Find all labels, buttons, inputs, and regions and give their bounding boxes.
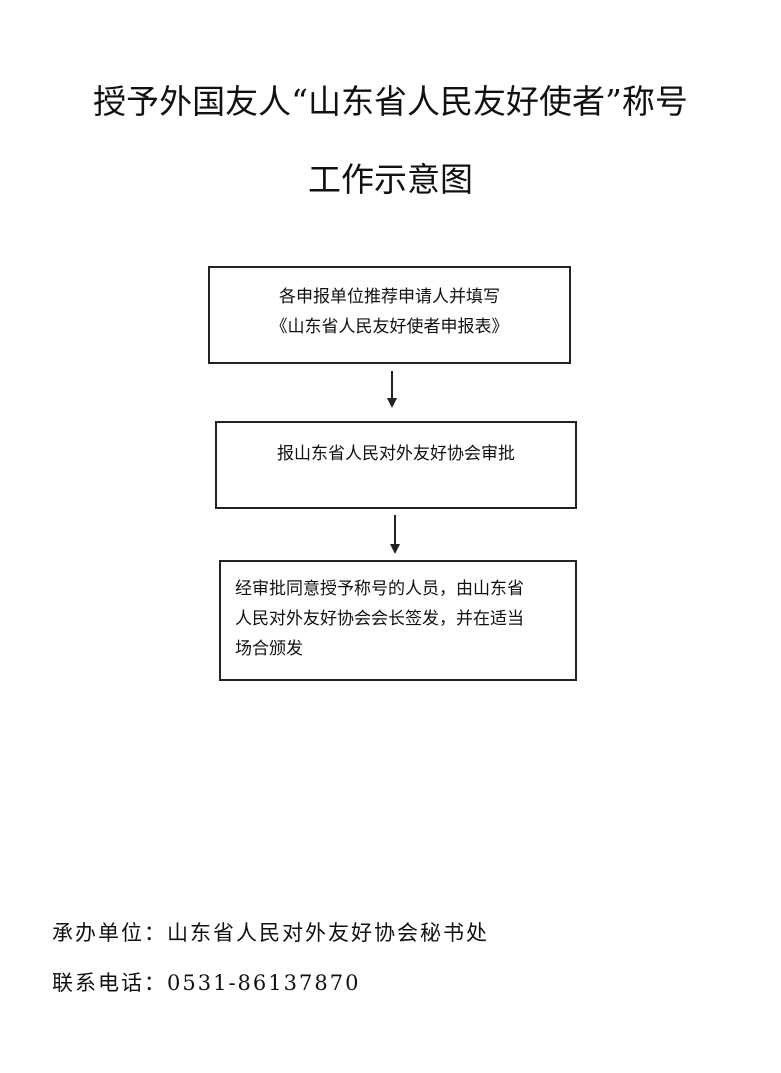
organizer-info: 承办单位：山东省人民对外友好协会秘书处 [52,921,489,945]
contact-phone: 联系电话：0531-86137870 [52,971,361,995]
flow-step-2-box: 报山东省人民对外友好协会审批 [215,421,577,509]
flow-step-1-line-1: 各申报单位推荐申请人并填写 [279,287,500,307]
flow-step-1-box: 各申报单位推荐申请人并填写 《山东省人民友好使者申报表》 [208,266,571,364]
flow-step-3-box: 经审批同意授予称号的人员，由山东省 人民对外友好协会会长签发，并在适当 场合颁发 [219,560,577,681]
page-title: 授予外国友人“山东省人民友好使者”称号 [93,82,688,121]
page-subtitle: 工作示意图 [308,160,473,199]
flow-step-3-line-2: 人民对外友好协会会长签发，并在适当 [235,609,524,629]
flow-step-2-line-1: 报山东省人民对外友好协会审批 [277,444,515,464]
flow-step-3-line-1: 经审批同意授予称号的人员，由山东省 [235,579,524,599]
flow-step-3-line-3: 场合颁发 [235,639,303,659]
flow-arrow-1 [387,371,397,408]
flow-step-1-line-2: 《山东省人民友好使者申报表》 [270,317,509,337]
flow-arrow-2 [390,515,400,554]
